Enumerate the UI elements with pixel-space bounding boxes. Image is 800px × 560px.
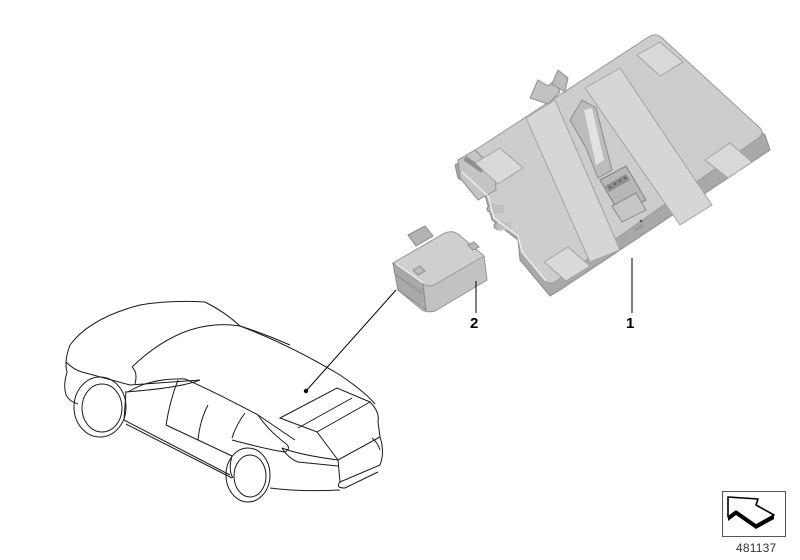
part-1-control-module[interactable] xyxy=(454,34,771,297)
callout-number-1[interactable]: 1 xyxy=(626,315,635,332)
location-leader-line xyxy=(305,289,397,392)
location-dot xyxy=(303,388,309,394)
diagram-id-label: 481137 xyxy=(736,541,777,555)
callout-number-2[interactable]: 2 xyxy=(470,315,479,332)
connector-socket xyxy=(599,165,647,232)
vehicle-location-drawing xyxy=(64,300,383,503)
return-arrow-icon[interactable] xyxy=(722,491,786,537)
part-2-small-module[interactable] xyxy=(392,225,488,313)
